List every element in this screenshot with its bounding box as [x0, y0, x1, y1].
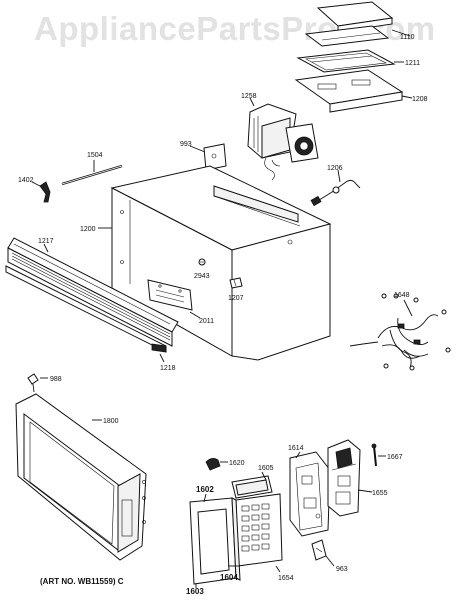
part-1504-rod[interactable] [61, 164, 123, 186]
part-993-bracket[interactable] [203, 143, 227, 171]
part-2011-board[interactable] [147, 279, 193, 311]
part-1208-mounting-plate[interactable] [294, 69, 404, 113]
part-1655-pcb[interactable] [327, 439, 361, 517]
part-963-switch[interactable] [311, 539, 327, 561]
part-1605-overlay[interactable] [231, 475, 273, 499]
part-1110-vent-cover[interactable] [304, 1, 394, 47]
part-988-fastener[interactable] [27, 373, 39, 393]
label-1648: 1648 [394, 292, 410, 299]
label-1655: 1655 [372, 490, 388, 497]
part-1207-clip[interactable] [229, 277, 243, 289]
label-2943: 2943 [194, 273, 210, 280]
label-963: 963 [336, 566, 348, 573]
label-1206: 1206 [327, 165, 343, 172]
label-1620: 1620 [229, 460, 245, 467]
label-1208: 1208 [412, 96, 428, 103]
art-number: (ART NO. WB11559) C [40, 577, 124, 586]
label-1667: 1667 [387, 454, 403, 461]
part-1602-frame[interactable] [189, 497, 241, 585]
label-1258: 1258 [241, 93, 257, 100]
label-1217: 1217 [38, 238, 54, 245]
label-1603: 1603 [186, 587, 204, 596]
label-1800: 1800 [103, 418, 119, 425]
label-1605: 1605 [258, 465, 274, 472]
part-1667-pin[interactable] [371, 443, 377, 467]
label-1218: 1218 [160, 365, 176, 372]
part-1218-trim[interactable] [5, 265, 167, 353]
part-1206-cord[interactable] [310, 179, 361, 207]
label-1614: 1614 [288, 445, 304, 452]
part-1200-cabinet[interactable] [110, 165, 332, 361]
part-1620-knob[interactable] [205, 458, 221, 471]
label-1200: 1200 [80, 226, 96, 233]
part-1614-bracket[interactable] [289, 451, 331, 537]
label-1604: 1604 [220, 573, 238, 582]
label-1402: 1402 [18, 177, 34, 184]
part-1654-keypad[interactable] [235, 493, 283, 567]
part-1217-grille[interactable] [7, 237, 179, 347]
part-1402-latch[interactable] [39, 181, 51, 203]
label-1654: 1654 [278, 575, 294, 582]
part-1800-door[interactable] [15, 393, 147, 561]
label-993: 993 [180, 141, 192, 148]
label-1207: 1207 [228, 295, 244, 302]
part-1648-harness[interactable] [349, 293, 451, 371]
label-988: 988 [50, 376, 62, 383]
label-1602: 1602 [196, 485, 214, 494]
label-1110: 1110 [400, 34, 415, 41]
part-2943-screw[interactable] [198, 258, 206, 266]
part-1258-fan-motor[interactable] [247, 103, 319, 181]
label-1211: 1211 [405, 60, 420, 67]
label-1504: 1504 [87, 152, 103, 159]
label-2011: 2011 [199, 318, 214, 325]
part-1211-filter[interactable] [296, 49, 396, 73]
